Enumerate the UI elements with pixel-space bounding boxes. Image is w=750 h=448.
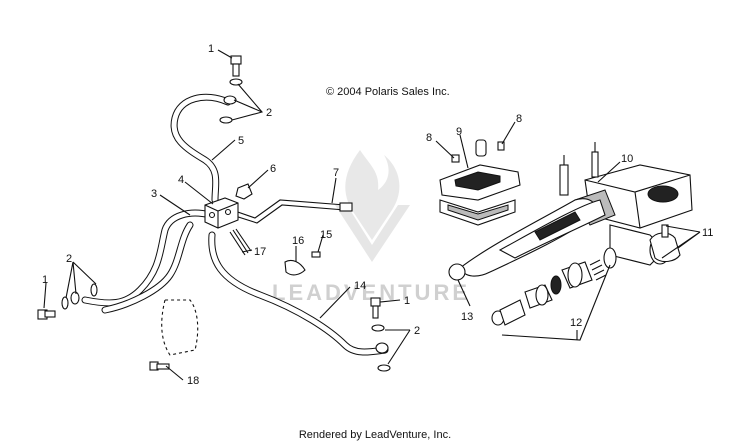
bolt-15 (311, 251, 321, 258)
callout-7: 7 (333, 167, 339, 179)
callout-12: 12 (570, 317, 582, 329)
callout-8-left: 8 (426, 132, 432, 144)
line-end-fitting (339, 202, 353, 212)
callout-4: 4 (178, 174, 184, 186)
banjo-bolt-left (37, 283, 98, 320)
callout-1-top: 1 (208, 43, 214, 55)
callout-2-left: 2 (66, 253, 72, 265)
callout-5: 5 (238, 135, 244, 147)
brake-line-assembly (37, 55, 391, 372)
callout-9: 9 (456, 126, 462, 138)
reservoir-cover (439, 139, 521, 226)
rendered-by-footer: Rendered by LeadVenture, Inc. (298, 429, 452, 441)
callout-8-right: 8 (516, 113, 522, 125)
callout-18: 18 (187, 375, 199, 387)
piston-assembly (491, 247, 617, 326)
callout-15: 15 (320, 229, 332, 241)
leadventure-watermark: LEADVENTURE (272, 150, 470, 305)
banjo-bolt-right (370, 297, 391, 372)
callout-3: 3 (151, 188, 157, 200)
brake-lever (448, 198, 606, 281)
clip-17 (229, 228, 252, 256)
watermark-text: LEADVENTURE (272, 280, 470, 305)
callout-1-right: 1 (404, 295, 410, 307)
callout-11: 11 (702, 227, 713, 239)
callout-14: 14 (354, 280, 366, 292)
copyright-text: © 2004 Polaris Sales Inc. (326, 86, 450, 98)
wheel-hub-outline (161, 299, 199, 356)
callout-10: 10 (621, 153, 633, 165)
callout-6: 6 (270, 163, 276, 175)
callout-2-right: 2 (414, 325, 420, 337)
junction-block (204, 197, 239, 229)
bracket-16 (284, 259, 306, 276)
callout-17: 17 (254, 246, 266, 258)
callout-2-top: 2 (266, 107, 272, 119)
callout-13: 13 (461, 311, 473, 323)
pivot-pins (559, 142, 599, 196)
handlebar-clamp (649, 224, 681, 263)
callout-labels: 1 2 5 6 7 4 3 2 1 17 16 15 14 1 2 18 8 9… (42, 43, 713, 387)
master-cylinder-assembly (439, 139, 693, 326)
banjo-bolt-top (219, 55, 243, 124)
callout-16: 16 (292, 235, 304, 247)
leader-lines (43, 49, 701, 381)
callout-1-left: 1 (42, 274, 48, 286)
bolt-18 (149, 361, 170, 371)
